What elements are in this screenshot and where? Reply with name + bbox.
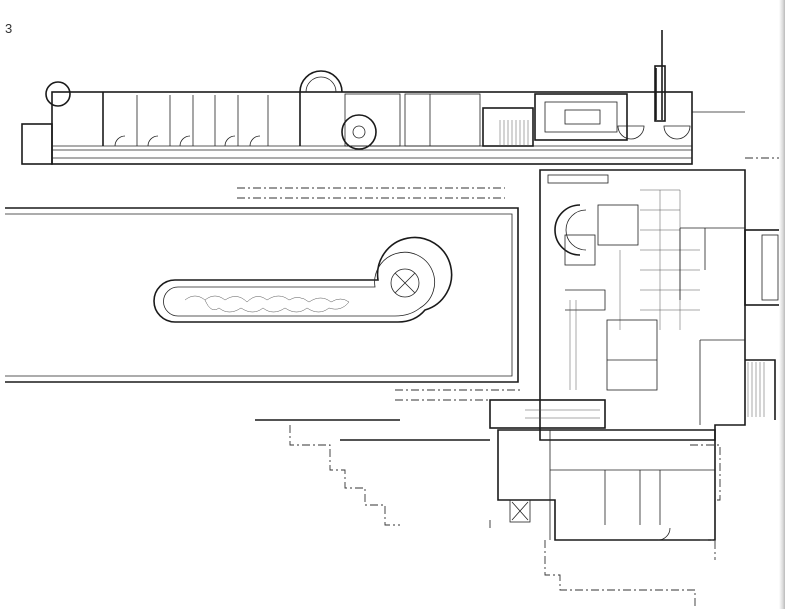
pool [5,187,520,401]
guest-rooms [114,95,269,147]
stair [499,120,529,146]
south-block [489,399,716,541]
terrace-outlines [255,419,721,606]
central-block [539,157,785,441]
figure-number: 3 [5,21,13,36]
north-wing [21,30,745,165]
page-gutter [779,0,785,609]
planter-island [153,236,453,323]
